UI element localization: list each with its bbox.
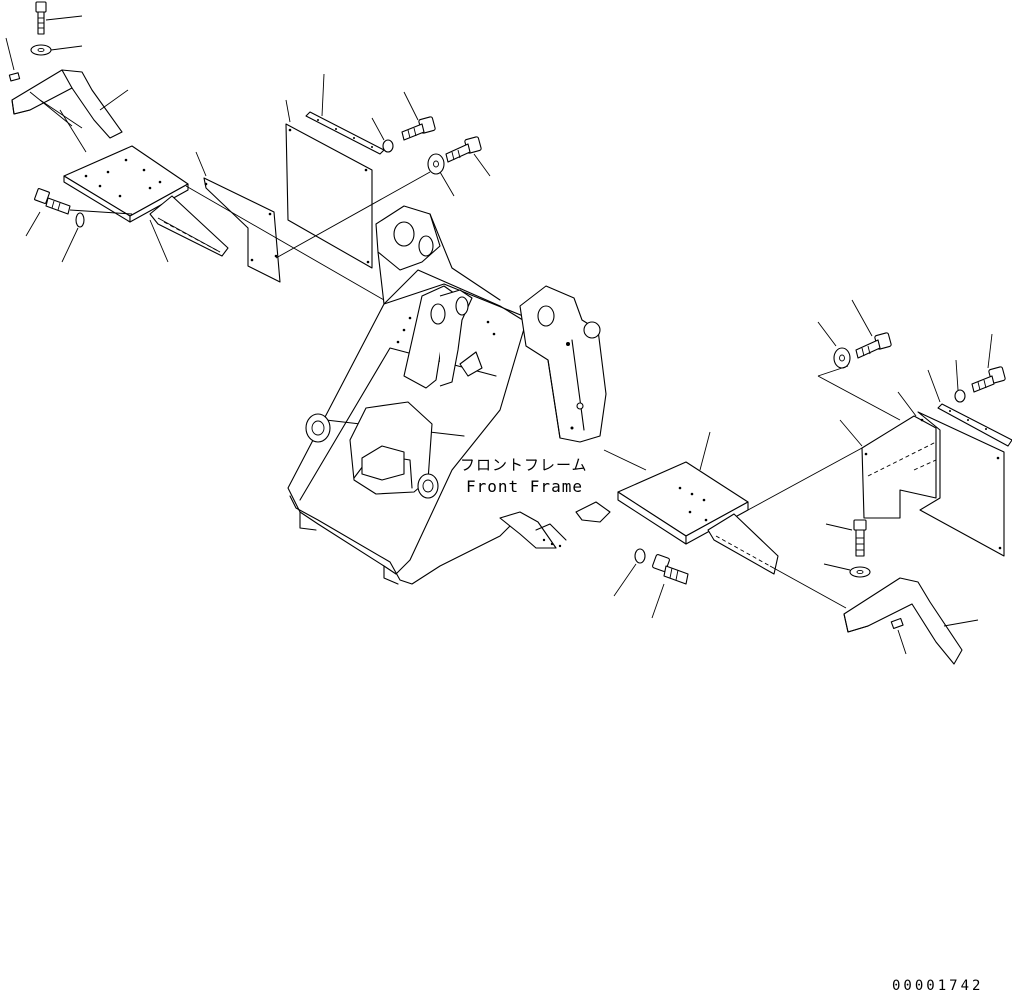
bolt-upper-mid [401,91,436,141]
washer-left-side [61,212,85,263]
part-name-jp: フロントフレーム [460,456,588,474]
bolt-left-side [25,188,133,237]
side-cover-right [839,391,1005,557]
floor-plate-left [63,145,189,223]
drawing-number: 00001742 [892,978,983,994]
bolt-upper-right-side [851,299,892,359]
bolt-lower-center [651,554,689,619]
part-name-en: Front Frame [466,477,583,496]
washer-upper-right [427,153,455,197]
front-frame: フロントフレーム Front Frame [287,205,611,585]
bolt-top-left [35,1,83,35]
cover-strip-right [927,369,1012,447]
upper-left-fender-group [5,1,229,263]
bolt-far-right [971,333,1006,393]
bolt-upper-right [445,136,491,177]
washer-lower-right [823,563,871,578]
bolt-lower-right [825,519,867,557]
washer-lower-center [613,548,646,597]
fender-bracket-lower-right [843,577,979,665]
washer-top-left [30,44,83,56]
tag-top-left [5,37,21,82]
fender-bracket-top-left [11,69,129,139]
step-bracket-right [707,513,779,575]
step-bracket-left [149,195,229,263]
floor-plate-right [617,431,749,545]
side-cover-large [285,99,373,269]
upper-side-panels [185,73,491,301]
washer-far-right [954,359,966,403]
washer-upper-right-side [817,321,851,369]
lower-right-group [603,299,1012,665]
side-cover-small [195,151,281,283]
washer-upper-mid [371,117,394,153]
tag-lower-right [890,617,907,655]
